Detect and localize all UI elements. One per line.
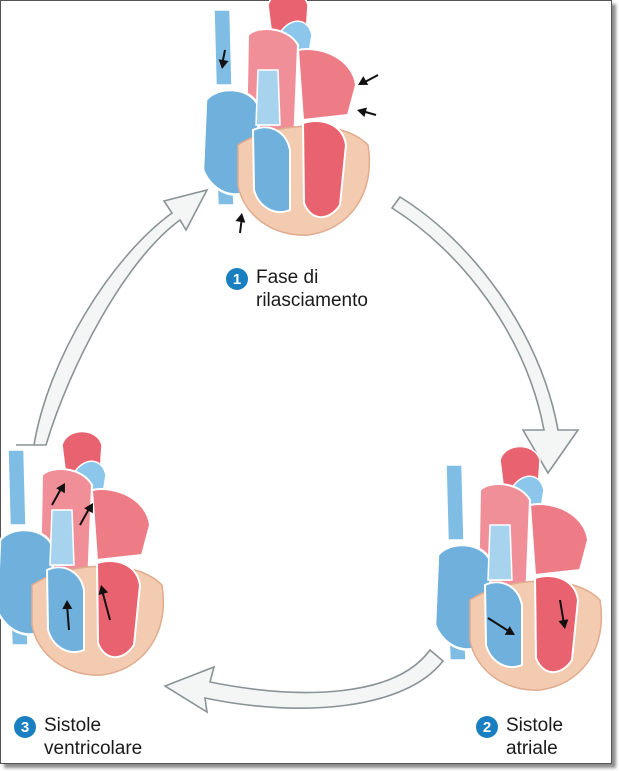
stage-1-text: Fase di rilasciamento xyxy=(256,266,368,312)
cycle-arrow-2-to-3 xyxy=(163,648,445,714)
stage-2-line1: Sistole xyxy=(506,715,564,736)
stage-1-line2: rilasciamento xyxy=(256,290,368,311)
heart-atrial-systole xyxy=(433,445,603,692)
stage-2-label: 2 Sistole atriale xyxy=(476,714,563,760)
stage-1-line1: Fase di xyxy=(256,267,319,288)
stage-1-label: 1 Fase di rilasciamento xyxy=(226,266,368,312)
stage-2-text: Sistole atriale xyxy=(506,714,563,760)
stage-3-line2: ventricolare xyxy=(44,738,143,759)
stage-2-badge: 2 xyxy=(476,716,498,738)
cycle-arrow-1-to-2 xyxy=(390,195,580,475)
heart-ventricular-systole xyxy=(0,430,165,677)
stage-2-line2: atriale xyxy=(506,738,558,759)
stage-3-line1: Sistole xyxy=(44,715,102,736)
cycle-arrow-3-to-1 xyxy=(16,188,209,446)
stage-3-text: Sistole ventricolare xyxy=(44,714,142,760)
heart-relaxation-phase xyxy=(201,0,379,237)
stage-1-badge: 1 xyxy=(226,268,248,290)
stage-3-label: 3 Sistole ventricolare xyxy=(14,714,142,760)
stage-3-badge: 3 xyxy=(14,716,36,738)
